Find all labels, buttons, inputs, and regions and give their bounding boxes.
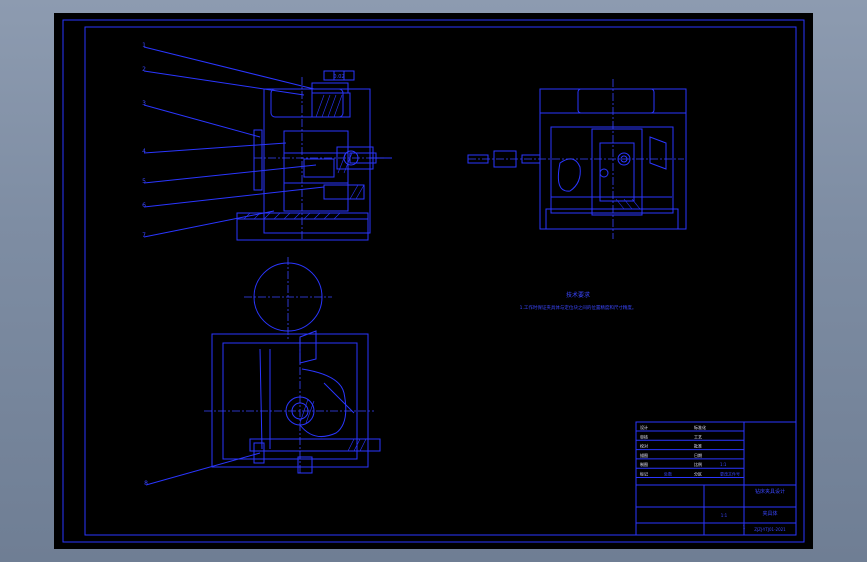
callout-label: 4 xyxy=(142,148,146,155)
technical-notes: 技术要求 1.工作时保证夹具体与定位块之间的位置精度和尺寸精度。 xyxy=(520,291,637,311)
callout-label: 8 xyxy=(144,480,148,487)
notes-line: 1.工作时保证夹具体与定位块之间的位置精度和尺寸精度。 xyxy=(520,304,637,311)
title-block-cell: 描图 xyxy=(640,452,648,458)
callout-label: 7 xyxy=(142,232,146,239)
callout-label: 3 xyxy=(142,100,146,107)
front-view xyxy=(143,46,392,241)
part-name: 夹具体 xyxy=(762,510,777,517)
title-block-cell: 工艺 xyxy=(694,434,702,439)
drawing-number: ZJZJ-YTJ01-2021 xyxy=(754,527,786,532)
callout-labels: 1 2 3 4 5 6 7 8 0.02 xyxy=(142,42,344,487)
scale-value: 1:1 xyxy=(721,513,728,518)
top-view xyxy=(145,257,381,486)
sheet-outer-border xyxy=(62,19,805,543)
callout-label: 5 xyxy=(142,178,146,185)
side-view xyxy=(467,79,687,239)
tolerance-value: 0.02 xyxy=(333,74,344,80)
title-block-cell: 审核 xyxy=(640,433,648,439)
sheet-number: 1 xyxy=(743,525,746,530)
title-block-cell: 设计 xyxy=(640,424,648,430)
title-block-cell: 分区 xyxy=(694,471,702,477)
notes-title: 技术要求 xyxy=(566,291,590,299)
title-block-cell: 制图 xyxy=(640,461,648,467)
cad-drawing: 1 2 3 4 5 6 7 8 0.02 xyxy=(62,19,805,543)
callout-label: 6 xyxy=(142,202,146,209)
title-block-cell: 更改文件号 xyxy=(720,471,740,477)
callout-label: 2 xyxy=(142,66,146,73)
title-block-cell: 标准化 xyxy=(694,424,706,430)
callout-label: 1 xyxy=(142,42,146,49)
drawing-title: 钻床夹具设计 xyxy=(755,488,785,495)
title-block-cell: 校对 xyxy=(640,443,648,449)
title-block-cell: 处数 xyxy=(664,471,672,477)
title-block-cell: 日期 xyxy=(694,452,702,458)
title-block-cell: 1:1 xyxy=(720,462,727,467)
title-block-cell: 比例 xyxy=(694,461,702,467)
title-block-cell: 批准 xyxy=(694,443,702,449)
sheet-inner-border xyxy=(84,26,797,536)
title-block-cell: 标记 xyxy=(640,471,648,477)
drawing-viewport[interactable]: 1 2 3 4 5 6 7 8 0.02 xyxy=(54,13,813,549)
